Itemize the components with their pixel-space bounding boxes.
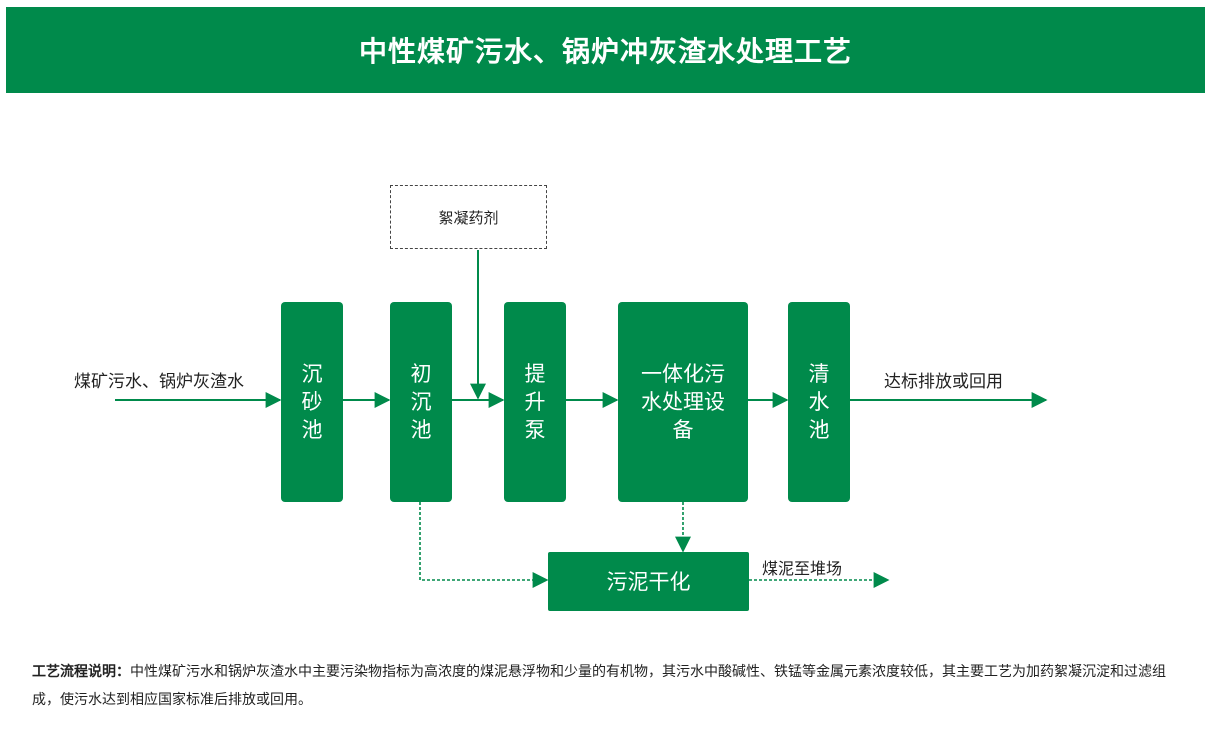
primary-clarifier-label: 初沉池 bbox=[410, 362, 432, 442]
clear-water-tank-label: 清水池 bbox=[808, 362, 830, 442]
note-text: 中性煤矿污水和锅炉灰渣水中主要污染物指标为高浓度的煤泥悬浮物和少量的有机物，其污… bbox=[32, 664, 1166, 708]
title-banner: 中性煤矿污水、锅炉冲灰渣水处理工艺 bbox=[6, 7, 1205, 93]
integrated-treatment-box: 一体化污水处理设备 bbox=[618, 302, 748, 502]
lift-pump-label: 提升泵 bbox=[524, 362, 546, 442]
integrated-treatment-label: 一体化污水处理设备 bbox=[641, 362, 725, 442]
primary-clarifier-box: 初沉池 bbox=[390, 302, 452, 502]
sludge-line-primary bbox=[419, 502, 549, 588]
output-label: 达标排放或回用 bbox=[884, 372, 1003, 392]
sludge-output-label: 煤泥至堆场 bbox=[762, 559, 843, 578]
chemical-box: 絮凝药剂 bbox=[390, 185, 547, 249]
input-label: 煤矿污水、锅炉灰渣水 bbox=[74, 372, 244, 392]
grit-chamber-label: 沉砂池 bbox=[301, 362, 323, 442]
sludge-drying-label: 污泥干化 bbox=[606, 569, 691, 594]
page-title: 中性煤矿污水、锅炉冲灰渣水处理工艺 bbox=[358, 35, 852, 68]
note-label: 工艺流程说明： bbox=[32, 664, 130, 680]
lift-pump-box: 提升泵 bbox=[504, 302, 566, 502]
clear-water-tank-box: 清水池 bbox=[788, 302, 850, 502]
sludge-drying-box: 污泥干化 bbox=[548, 552, 749, 611]
process-note: 工艺流程说明：中性煤矿污水和锅炉灰渣水中主要污染物指标为高浓度的煤泥悬浮物和少量… bbox=[32, 658, 1172, 714]
grit-chamber-box: 沉砂池 bbox=[281, 302, 343, 502]
